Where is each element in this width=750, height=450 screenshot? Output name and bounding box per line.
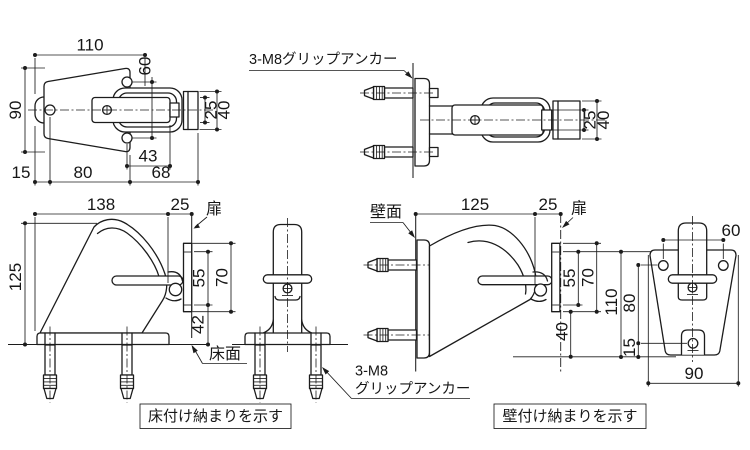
ear-hole-top <box>121 76 133 88</box>
svg-text:15: 15 <box>620 338 639 357</box>
ear-hole-bottom <box>121 132 133 144</box>
dim-wallfront-110: 110 <box>602 249 623 359</box>
svg-text:60: 60 <box>722 221 741 240</box>
door-strike-plate <box>182 242 193 313</box>
dim-wallside-top: 125 25 <box>413 195 563 284</box>
wall-plate-top <box>414 77 431 167</box>
svg-text:25: 25 <box>580 111 599 130</box>
dim-floorside-125: 125 <box>6 221 97 347</box>
svg-text:40: 40 <box>214 101 233 120</box>
dim-floorside-top: 138 25 <box>33 195 194 331</box>
dim-walltop-25: 25 <box>546 108 599 132</box>
svg-text:15: 15 <box>12 163 31 182</box>
svg-text:壁付け納まりを示す: 壁付け納まりを示す <box>502 408 637 425</box>
ear-hole-right <box>717 260 729 271</box>
svg-text:床面: 床面 <box>209 345 241 363</box>
svg-text:グリップアンカー: グリップアンカー <box>355 380 470 397</box>
door-label-wall: 扉 <box>562 200 587 228</box>
anchor-note-top: 3-M8グリップアンカー <box>249 51 413 79</box>
plan-view: 110 90 60 25 40 <box>6 35 233 186</box>
hook-pivot <box>168 282 183 297</box>
caption-wall: 壁付け納まりを示す <box>493 403 647 429</box>
dim-plan-110: 110 <box>33 35 147 94</box>
svg-text:125: 125 <box>461 195 489 214</box>
roller-plan <box>182 90 199 131</box>
base-slab <box>36 332 170 346</box>
dim-plan-25: 25 <box>200 95 220 125</box>
dim-plan-40: 40 <box>199 89 233 132</box>
caption-floor: 床付け納まりを示す <box>139 403 292 429</box>
svg-text:床付け納まりを示す: 床付け納まりを示す <box>148 408 283 425</box>
floor-side-view: 138 25 扉 125 55 42 70 <box>6 195 247 404</box>
floor-label: 床面 <box>191 345 247 364</box>
svg-text:55: 55 <box>189 269 208 288</box>
svg-text:110: 110 <box>76 35 103 54</box>
svg-text:80: 80 <box>74 163 93 182</box>
svg-text:扉: 扉 <box>206 200 222 218</box>
svg-text:壁面: 壁面 <box>370 202 402 221</box>
svg-text:40: 40 <box>594 111 613 130</box>
wall-side-view: 壁面 125 25 扉 55 <box>362 195 676 372</box>
ear-hole-left <box>657 260 669 271</box>
dim-wallfront-60: 60 <box>661 221 740 259</box>
base-plate-plan <box>43 67 131 153</box>
svg-text:43: 43 <box>139 146 158 165</box>
dim-plan-bottom: 15 80 68 <box>12 117 200 186</box>
dim-plan-43: 43 <box>125 125 172 170</box>
floor-front-view: 3-M8 グリップアンカー <box>232 218 470 404</box>
svg-text:25: 25 <box>201 101 220 120</box>
dim-floorside-70: 70 <box>192 241 236 314</box>
dim-wallside-55: 55 <box>560 249 652 307</box>
svg-text:90: 90 <box>6 101 25 120</box>
svg-text:125: 125 <box>6 263 25 291</box>
dim-wallside-40: 40 <box>513 309 676 359</box>
dim-walltop-40: 40 <box>582 99 613 141</box>
svg-text:70: 70 <box>212 268 231 287</box>
stopper-body <box>39 218 168 334</box>
svg-text:42: 42 <box>188 315 207 334</box>
svg-text:138: 138 <box>87 195 115 214</box>
svg-text:3-M8グリップアンカー: 3-M8グリップアンカー <box>249 51 397 68</box>
dim-wallfront-80-15: 80 15 <box>620 263 687 359</box>
bottom-hole <box>687 337 699 349</box>
svg-text:68: 68 <box>152 163 171 182</box>
svg-text:40: 40 <box>552 322 571 341</box>
dim-wallside-70: 70 <box>563 241 601 314</box>
svg-text:55: 55 <box>560 269 579 288</box>
dim-plan-90: 90 <box>6 66 45 154</box>
svg-text:110: 110 <box>602 288 621 315</box>
wall-label: 壁面 <box>370 202 415 238</box>
dim-plan-60: 60 <box>132 57 157 140</box>
anchor-note-bottom: 3-M8 グリップアンカー <box>322 363 470 399</box>
door-label-floor: 扉 <box>193 200 222 229</box>
dim-floorside-55-42: 55 42 <box>188 249 213 347</box>
svg-text:扉: 扉 <box>571 200 587 218</box>
svg-text:25: 25 <box>171 195 190 214</box>
wall-plate-side <box>416 239 431 359</box>
hook-pivot <box>533 283 548 297</box>
svg-text:70: 70 <box>578 268 597 287</box>
wall-front-view: 60 110 80 15 90 <box>602 216 740 387</box>
stopper-body <box>428 224 537 358</box>
svg-text:3-M8: 3-M8 <box>355 363 388 379</box>
door-strike-plate <box>551 242 561 313</box>
svg-text:80: 80 <box>620 294 639 313</box>
svg-text:90: 90 <box>685 364 704 383</box>
svg-text:25: 25 <box>539 195 558 214</box>
svg-text:60: 60 <box>135 57 154 76</box>
wall-top-view: 3-M8グリップアンカー 25 40 <box>249 51 613 178</box>
dim-wallfront-90: 90 <box>646 255 741 387</box>
